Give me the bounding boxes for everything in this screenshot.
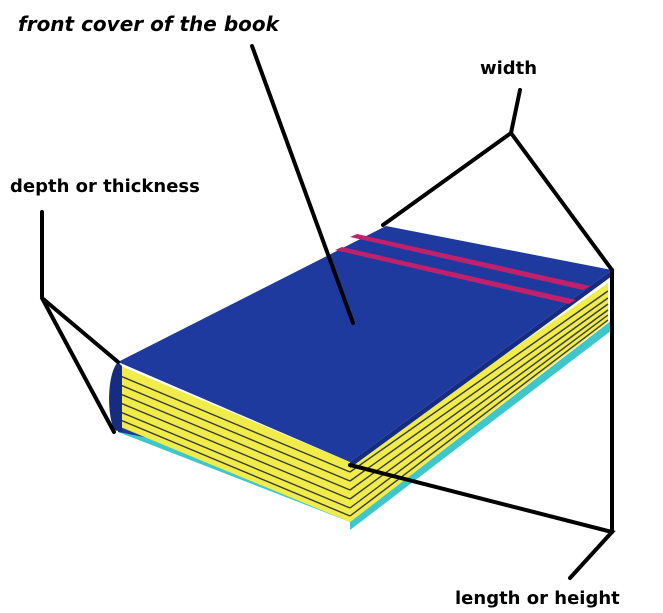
front-cover-edge (350, 270, 612, 468)
depth-label: depth or thickness (10, 176, 200, 197)
front-cover-label: front cover of the book (18, 12, 279, 36)
width-label: width (480, 58, 538, 79)
length-label: length or height (455, 588, 620, 609)
length-leader (348, 463, 616, 580)
pages-right-side (350, 283, 608, 522)
pages-front-side (118, 365, 350, 522)
width-leader-right (509, 131, 614, 272)
book-spine (109, 362, 122, 432)
cover-stripe-2 (335, 247, 576, 304)
width-leader (381, 88, 522, 227)
depth-leader (40, 210, 120, 364)
cover-stripe-1 (350, 234, 590, 290)
back-cover-edge (118, 320, 612, 530)
page-lines-front (117, 374, 351, 517)
front-cover-leader (250, 44, 355, 325)
depth-leader-lower (40, 296, 116, 434)
leader-lines (40, 44, 616, 580)
